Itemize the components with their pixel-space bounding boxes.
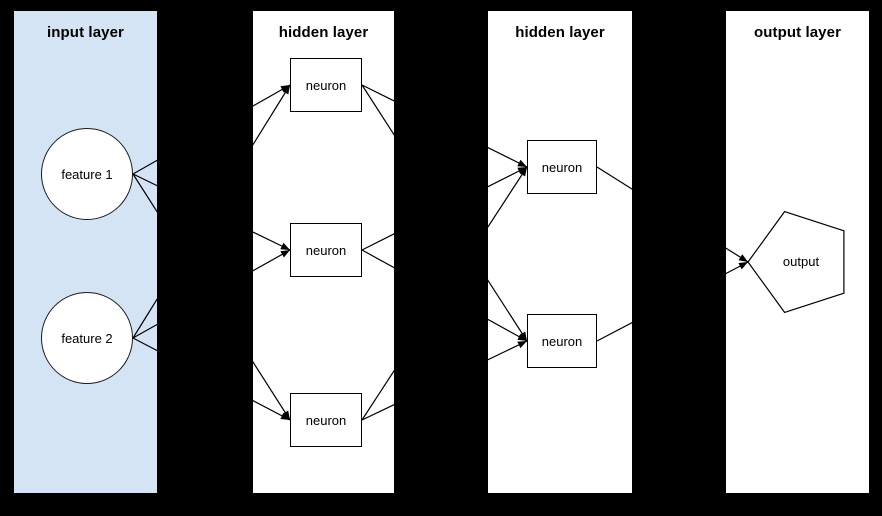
node-hidden1-neuron-2-label: neuron: [305, 242, 347, 258]
node-hidden1-neuron-1-label: neuron: [305, 77, 347, 93]
node-output-label: output: [782, 254, 820, 269]
node-hidden1-neuron-3-label: neuron: [305, 412, 347, 428]
layer-panel-output[interactable]: output layer: [725, 10, 870, 494]
node-hidden2-neuron-2[interactable]: neuron: [527, 314, 597, 368]
node-hidden2-neuron-1[interactable]: neuron: [527, 140, 597, 194]
layer-title-hidden-1: hidden layer: [278, 24, 369, 41]
node-feature-2-label: feature 2: [61, 330, 113, 346]
node-hidden2-neuron-1-label: neuron: [541, 159, 583, 175]
layer-title-output: output layer: [753, 24, 842, 41]
node-feature-1-label: feature 1: [61, 166, 113, 182]
layer-title-hidden-2: hidden layer: [515, 24, 605, 41]
node-feature-2[interactable]: feature 2: [41, 292, 133, 384]
node-hidden1-neuron-2[interactable]: neuron: [290, 223, 362, 277]
node-hidden2-neuron-2-label: neuron: [541, 333, 583, 349]
layer-panel-hidden-2[interactable]: hidden layer: [487, 10, 633, 494]
node-feature-1[interactable]: feature 1: [41, 128, 133, 220]
layer-title-input: input layer: [47, 24, 124, 41]
node-hidden1-neuron-1[interactable]: neuron: [290, 58, 362, 112]
node-hidden1-neuron-3[interactable]: neuron: [290, 393, 362, 447]
layer-panel-input[interactable]: input layer: [13, 10, 158, 494]
